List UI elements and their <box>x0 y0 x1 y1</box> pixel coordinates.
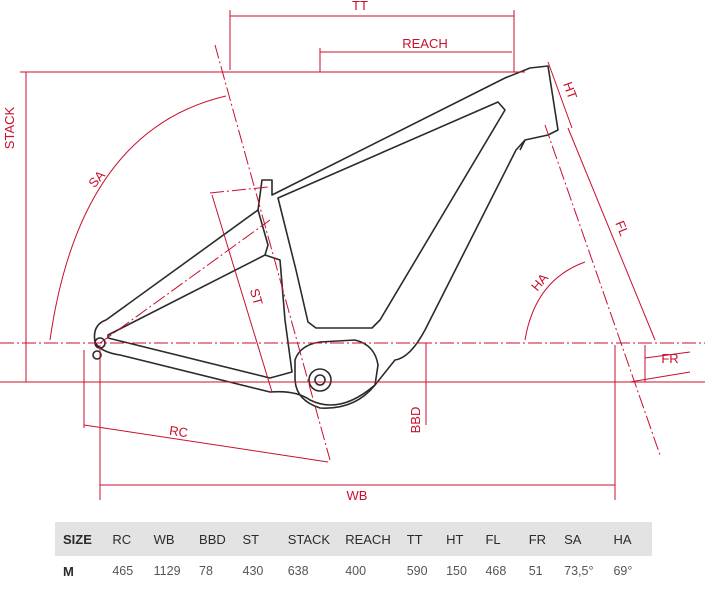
fr-label: FR <box>661 351 678 366</box>
table-cell: 150 <box>446 564 467 578</box>
table-cell: 73,5° <box>564 564 594 578</box>
table-cell: 430 <box>242 564 264 578</box>
motor-housing <box>294 339 379 409</box>
table-header-cell: FR <box>528 522 565 556</box>
sa-arc <box>49 95 227 341</box>
seat-tube-top <box>257 209 269 256</box>
table-header-cell: FL <box>485 522 529 556</box>
bottom-bracket <box>308 368 332 392</box>
dimension-lines <box>20 10 691 500</box>
ha-label: HA <box>528 270 551 294</box>
wb-label: WB <box>347 488 368 503</box>
head-tube-axis <box>544 124 661 456</box>
table-cell: 400 <box>345 564 367 578</box>
table-header-cell: WB <box>153 522 200 556</box>
fl-dimension-line <box>567 127 656 341</box>
table-header-cell: BBD <box>199 522 243 556</box>
bbd-label: BBD <box>408 407 423 434</box>
frame-outline <box>93 65 559 406</box>
ht-dimension-line <box>547 61 573 129</box>
dimension-labels: TT REACH STACK HT SA ST FL HA FR RC BBD … <box>2 0 679 503</box>
rc-dimension-line <box>83 424 329 463</box>
reach-label: REACH <box>402 36 448 51</box>
table-cell: 638 <box>287 564 309 578</box>
fl-label: FL <box>612 218 632 238</box>
table-row: M 465 1129 78 430 638 400 590 150 468 51 73,5° 69° <box>55 556 652 586</box>
fr-pointer-top <box>644 351 691 359</box>
st-label: ST <box>247 287 266 307</box>
table-header-cell: SA <box>564 522 614 556</box>
table-cell: M <box>63 563 74 579</box>
ha-arc <box>524 261 586 341</box>
table-header-cell: ST <box>242 522 288 556</box>
table-header-cell: HT <box>446 522 486 556</box>
seatstay-bridge <box>519 139 526 151</box>
table-header-cell: SIZE <box>55 522 113 556</box>
table-cell: 51 <box>528 564 543 578</box>
table-cell: 78 <box>199 564 213 578</box>
geometry-diagram: TT REACH STACK HT SA ST FL HA FR RC BBD … <box>0 0 705 503</box>
table-header-cell: RC <box>112 522 154 556</box>
ht-label: HT <box>560 80 580 101</box>
table-header-cell: HA <box>613 522 652 556</box>
seat-tube-top-ref <box>209 186 269 194</box>
frame-inner-rear-triangle <box>107 254 293 379</box>
fr-pointer <box>629 371 691 383</box>
seatstay-axis <box>99 219 271 344</box>
bottom-bracket-axle <box>314 374 326 386</box>
tt-label: TT <box>352 0 368 13</box>
table-cell: 69° <box>613 564 633 578</box>
seat-tube-axis <box>214 44 331 461</box>
reference-lines <box>0 44 705 461</box>
table-cell: 465 <box>112 564 134 578</box>
table-cell: 1129 <box>153 564 181 578</box>
stack-label: STACK <box>2 106 17 149</box>
table-header-cell: STACK <box>287 522 346 556</box>
bike-frame <box>92 65 559 409</box>
table-header-cell: REACH <box>345 522 407 556</box>
rc-label: RC <box>168 423 189 440</box>
frame-inner-front-triangle <box>277 101 506 329</box>
table-header-cell: TT <box>406 522 447 556</box>
sa-label: SA <box>85 167 108 190</box>
table-body: M 465 1129 78 430 638 400 590 150 468 51 73,5° 69° <box>55 556 652 586</box>
table-cell: 590 <box>406 564 428 578</box>
rear-derailleur-hanger <box>92 350 102 360</box>
table-cell: 468 <box>485 564 507 578</box>
st-dimension-line <box>211 194 273 393</box>
